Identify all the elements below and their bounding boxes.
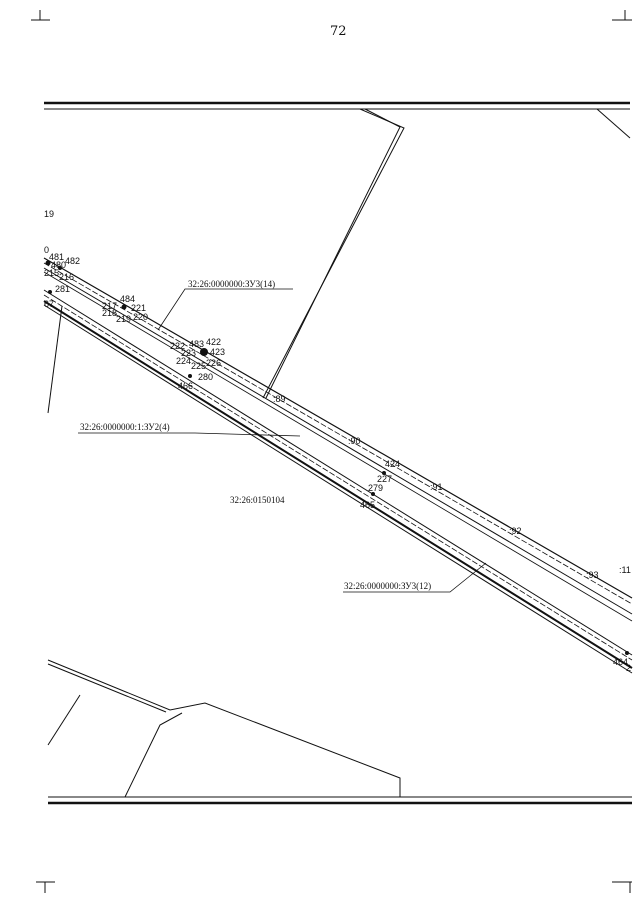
point-label: 281 xyxy=(55,284,70,294)
point-label: 224 xyxy=(176,356,191,366)
point-marker xyxy=(45,260,51,266)
point-label: 225 xyxy=(191,361,206,371)
corridor-line-c xyxy=(43,267,633,615)
leader-zu2-4 xyxy=(78,432,301,437)
point-marker xyxy=(121,304,127,310)
crop-mark-bottom-left xyxy=(36,881,55,893)
edge-label-11: :11 xyxy=(619,565,631,575)
corridor-upper xyxy=(43,257,633,622)
point-label: 219 xyxy=(116,314,131,324)
point-label: 280 xyxy=(198,372,213,382)
picket-label: :89 xyxy=(273,394,286,404)
point-marker xyxy=(371,492,375,496)
point-label: 279 xyxy=(368,483,383,493)
edge-label-2: 2 xyxy=(626,663,631,673)
crop-mark-bottom-right xyxy=(612,881,632,893)
point-label: 484 xyxy=(120,294,135,304)
point-label: 482 xyxy=(65,256,80,266)
point-label: 466 xyxy=(178,381,193,391)
lower-boundary-left xyxy=(124,712,183,798)
corridor-line-h xyxy=(43,304,633,674)
corridor-line-g xyxy=(43,300,633,669)
edge-label-67: 67 xyxy=(44,299,54,309)
corridor-lower xyxy=(43,289,633,674)
upper-boundary-line xyxy=(262,108,405,399)
leader-zu3-12 xyxy=(343,562,487,593)
point-label: 465 xyxy=(360,500,375,510)
upper-boundary-line-inner xyxy=(265,108,401,399)
point-label: 480 xyxy=(51,260,66,270)
point-label: 215 xyxy=(44,268,59,278)
point-label: 217 xyxy=(102,301,117,311)
corridor-line-b xyxy=(43,262,633,605)
lower-boundary-inner xyxy=(47,663,167,713)
parcel-label-zu3-14: 32:26:0000000:ЗУ3(14) xyxy=(188,279,275,289)
crop-marks xyxy=(31,10,632,893)
crop-mark-top-left xyxy=(31,10,50,21)
left-boundary-line xyxy=(47,305,63,414)
point-label: 216 xyxy=(59,272,74,282)
picket-label: :90 xyxy=(348,436,361,446)
lower-boundary-line xyxy=(47,659,401,797)
page-number: 72 xyxy=(330,24,347,39)
crop-mark-top-right xyxy=(612,10,632,21)
edge-label-19: 19 xyxy=(44,209,54,219)
point-label: 227 xyxy=(377,474,392,484)
point-label: 221 xyxy=(131,303,146,313)
corridor-line-a xyxy=(43,257,633,599)
leader-zu3-14 xyxy=(157,288,293,331)
point-marker xyxy=(625,651,629,655)
point-markers xyxy=(45,260,629,655)
edge-label-0: 0 xyxy=(44,245,49,255)
corridor-line-e xyxy=(43,289,633,656)
picket-label: :92 xyxy=(509,526,522,536)
point-label: 223 xyxy=(181,348,196,358)
lower-boundary-diag xyxy=(47,694,81,746)
corridor-line-f xyxy=(43,294,633,661)
point-marker xyxy=(200,348,208,356)
corridor-line-d xyxy=(43,271,633,622)
point-label: 218 xyxy=(102,308,117,318)
point-marker xyxy=(188,374,192,378)
parcel-label-zu2-4: 32:26:0000000:1:ЗУ2(4) xyxy=(80,422,170,432)
point-label: 483 xyxy=(189,339,204,349)
map-frame xyxy=(44,101,632,805)
point-label: 220 xyxy=(133,312,148,322)
point-label: 423 xyxy=(210,347,225,357)
upper-boundary xyxy=(262,108,631,399)
leader-lines xyxy=(78,288,487,593)
point-label: 481 xyxy=(49,252,64,262)
point-label: 422 xyxy=(206,337,221,347)
upper-right-boundary xyxy=(596,108,631,139)
quarter-number-label: 32:26:0150104 xyxy=(230,495,285,505)
point-marker xyxy=(58,266,62,270)
point-label: 424 xyxy=(385,459,400,469)
point-label: 222 xyxy=(170,341,185,351)
point-label: 464 xyxy=(613,657,628,667)
point-marker xyxy=(382,471,386,475)
picket-label: :91 xyxy=(430,482,443,492)
parcel-label-zu3-12: 32:26:0000000:ЗУ3(12) xyxy=(344,581,431,591)
point-marker xyxy=(48,290,52,294)
picket-label: :93 xyxy=(586,570,599,580)
lower-boundary xyxy=(47,659,401,798)
point-label: 226 xyxy=(206,358,221,368)
